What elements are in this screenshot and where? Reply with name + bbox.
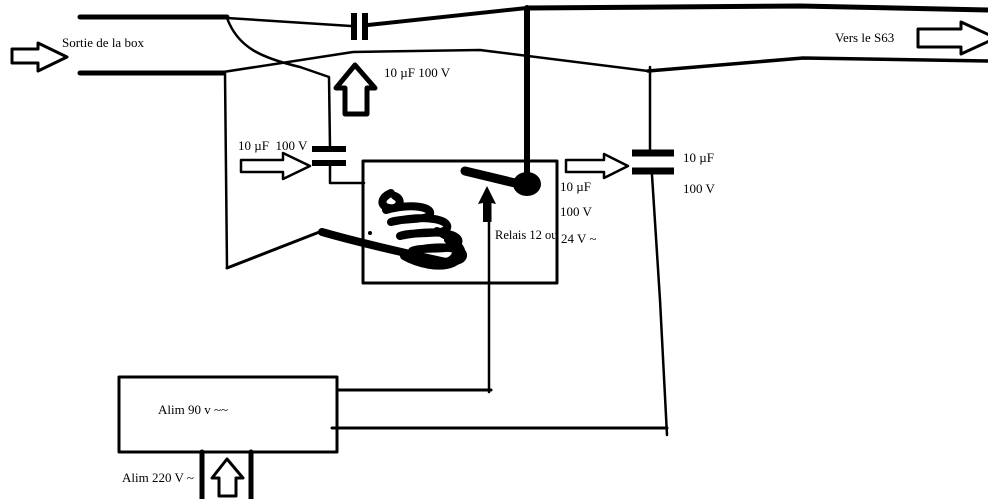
flow-arrow-out-icon	[916, 20, 988, 56]
wire-branch-to-left-capacitor	[225, 16, 332, 150]
wire-capacitor-to-junction	[366, 6, 529, 27]
psu-box	[117, 375, 339, 454]
hand-stroke-to-relay	[318, 228, 450, 266]
label-right-capacitor-value: 10 µF	[683, 150, 714, 165]
relay-coil-scribble	[378, 189, 468, 270]
label-input-flow: Sortie de la box	[62, 35, 144, 50]
label-relay-side-ac: 24 V ~	[561, 231, 597, 246]
pointer-arrow-right-capacitor-icon	[564, 152, 630, 180]
label-relay-name: Relais 12 ou	[495, 228, 558, 242]
scribble-dot	[368, 231, 372, 235]
wire-slant-to-relay	[225, 229, 324, 270]
label-top-capacitor: 10 µF 100 V	[384, 65, 451, 80]
label-right-capacitor-voltage: 100 V	[683, 181, 715, 196]
relay-contact-dot	[513, 172, 541, 196]
wire-left-capacitor-to-relay	[328, 164, 366, 185]
wire-to-top-capacitor	[225, 16, 353, 28]
wire-top-right	[524, 3, 988, 13]
pointer-arrow-left-capacitor-icon	[239, 151, 312, 181]
label-relay-side-value: 10 µF	[560, 179, 591, 194]
flow-arrow-in-icon	[10, 41, 69, 73]
label-relay-side-voltage: 100 V	[560, 204, 592, 219]
wire-right-capacitor-down	[650, 173, 669, 437]
wire-bottom-run-right	[646, 56, 988, 73]
wire-bottom-run	[221, 48, 650, 74]
relay-box	[361, 159, 559, 285]
label-left-capacitor: 10 µF 100 V	[238, 138, 308, 153]
pointer-arrow-top-capacitor-icon	[333, 62, 378, 117]
label-psu-box: Alim 90 v ~~	[158, 402, 229, 417]
relay-armature	[460, 166, 520, 188]
label-output-flow: Vers le S63	[835, 30, 895, 45]
relay-coil-arrow-icon	[478, 186, 496, 222]
psu-mains-arrow-icon	[210, 457, 245, 498]
label-psu-mains: Alim 220 V ~	[122, 470, 194, 485]
wire-left-drop	[223, 71, 229, 270]
